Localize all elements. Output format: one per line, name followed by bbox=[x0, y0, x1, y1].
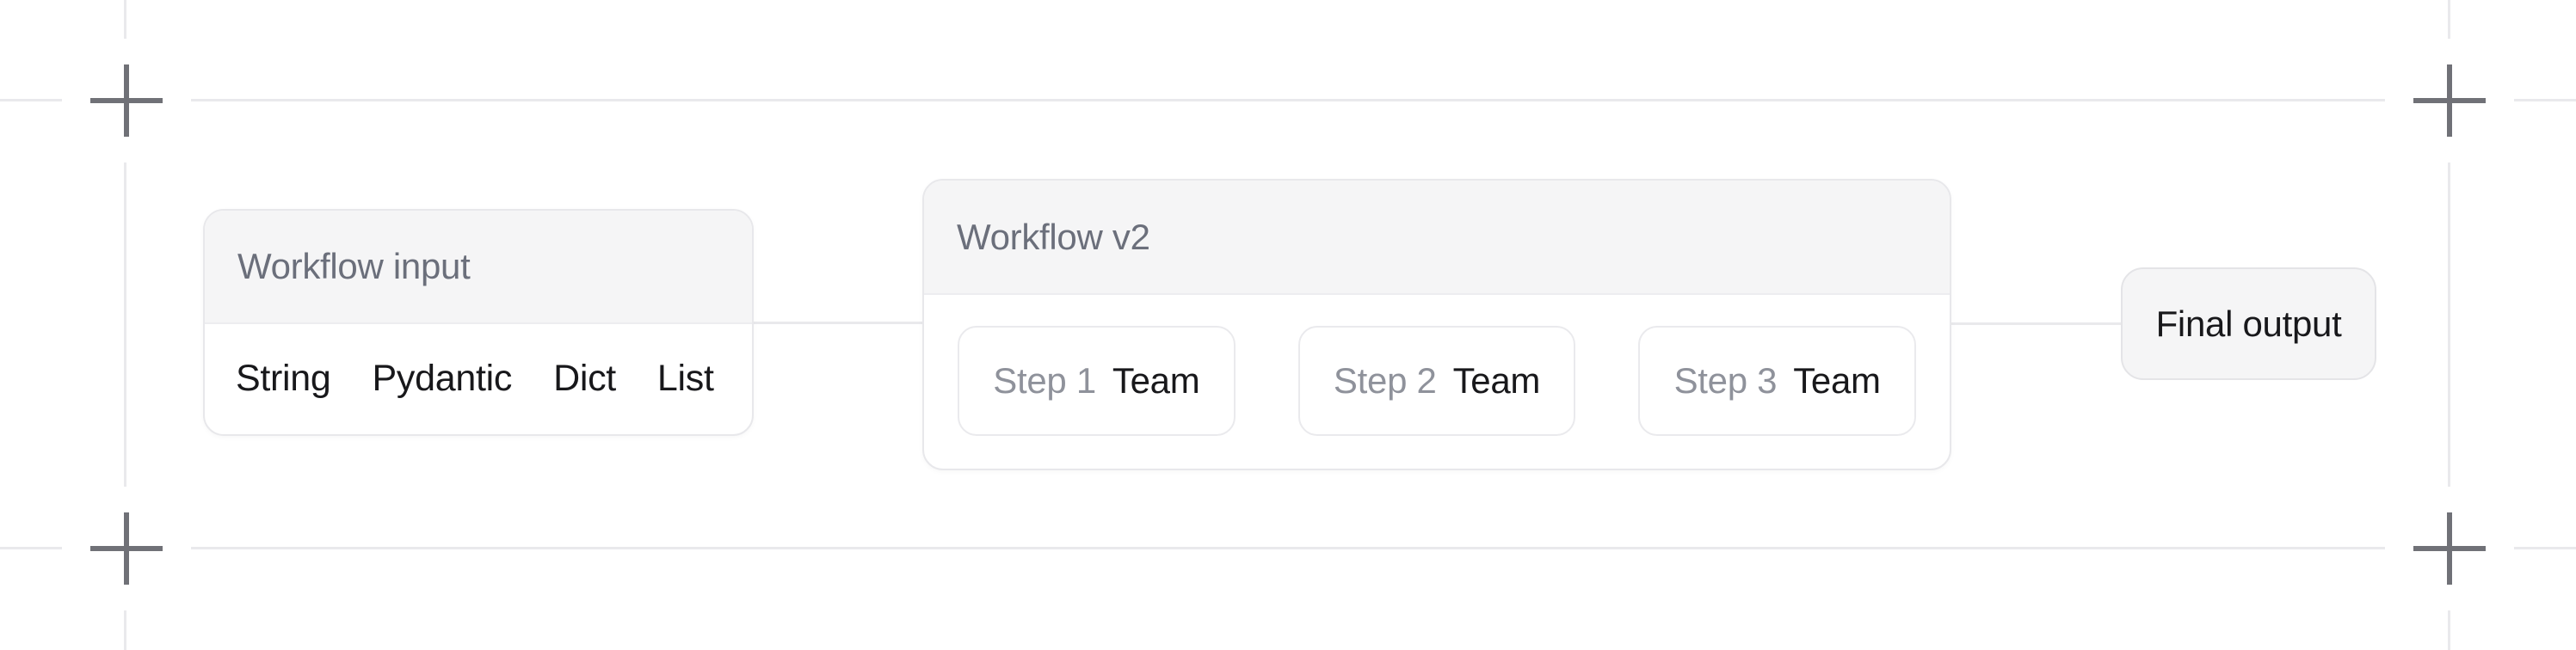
guide-line-segment bbox=[191, 99, 2385, 101]
step-label: Step 3 bbox=[1673, 360, 1778, 401]
guide-line-segment bbox=[191, 547, 2385, 549]
crosshair-marker-icon bbox=[2413, 64, 2486, 137]
crosshair-marker-icon bbox=[2413, 512, 2486, 585]
guide-line-segment bbox=[124, 610, 126, 650]
input-type-item: Pydantic bbox=[372, 357, 513, 399]
input-type-item: String bbox=[236, 357, 331, 399]
step-type: Team bbox=[1452, 360, 1541, 401]
workflow-v2-body: Step 1 Team Step 2 Team Step 3 Team bbox=[924, 295, 1950, 467]
workflow-input-node: Workflow input String Pydantic Dict List bbox=[203, 209, 754, 436]
workflow-input-title: Workflow input bbox=[237, 246, 471, 286]
guide-line-segment bbox=[2448, 0, 2450, 39]
guide-line-segment bbox=[124, 0, 126, 39]
crosshair-bar-vertical bbox=[124, 64, 129, 137]
step-node: Step 1 Team bbox=[958, 326, 1236, 436]
crosshair-bar-vertical bbox=[2447, 512, 2452, 585]
workflow-input-header: Workflow input bbox=[205, 211, 752, 324]
step-type: Team bbox=[1112, 360, 1200, 401]
workflow-v2-header: Workflow v2 bbox=[924, 181, 1950, 295]
step-label: Step 2 bbox=[1333, 360, 1437, 401]
step-label: Step 1 bbox=[993, 360, 1096, 401]
crosshair-marker-icon bbox=[90, 64, 163, 137]
edge-workflow-to-output bbox=[1951, 322, 2121, 325]
input-type-item: List bbox=[656, 357, 714, 399]
guide-line-segment bbox=[124, 162, 126, 487]
workflow-v2-node: Workflow v2 Step 1 Team Step 2 Team Step… bbox=[922, 179, 1951, 470]
workflow-v2-title: Workflow v2 bbox=[957, 216, 1150, 257]
guide-line-segment bbox=[2514, 547, 2576, 549]
guide-line-segment bbox=[0, 547, 62, 549]
final-output-label: Final output bbox=[2155, 303, 2342, 344]
crosshair-bar-vertical bbox=[2447, 64, 2452, 137]
guide-line-segment bbox=[2448, 162, 2450, 487]
final-output-node: Final output bbox=[2121, 267, 2376, 380]
guide-line-segment bbox=[0, 99, 62, 101]
guide-line-segment bbox=[2448, 610, 2450, 650]
step-node: Step 3 Team bbox=[1638, 326, 1917, 436]
step-type: Team bbox=[1793, 360, 1881, 401]
guide-line-segment bbox=[2514, 99, 2576, 101]
workflow-input-body: String Pydantic Dict List bbox=[205, 324, 752, 432]
input-type-item: Dict bbox=[553, 357, 616, 399]
crosshair-marker-icon bbox=[90, 512, 163, 585]
crosshair-bar-vertical bbox=[124, 512, 129, 585]
step-node: Step 2 Team bbox=[1297, 326, 1576, 436]
edge-input-to-workflow bbox=[754, 322, 922, 324]
